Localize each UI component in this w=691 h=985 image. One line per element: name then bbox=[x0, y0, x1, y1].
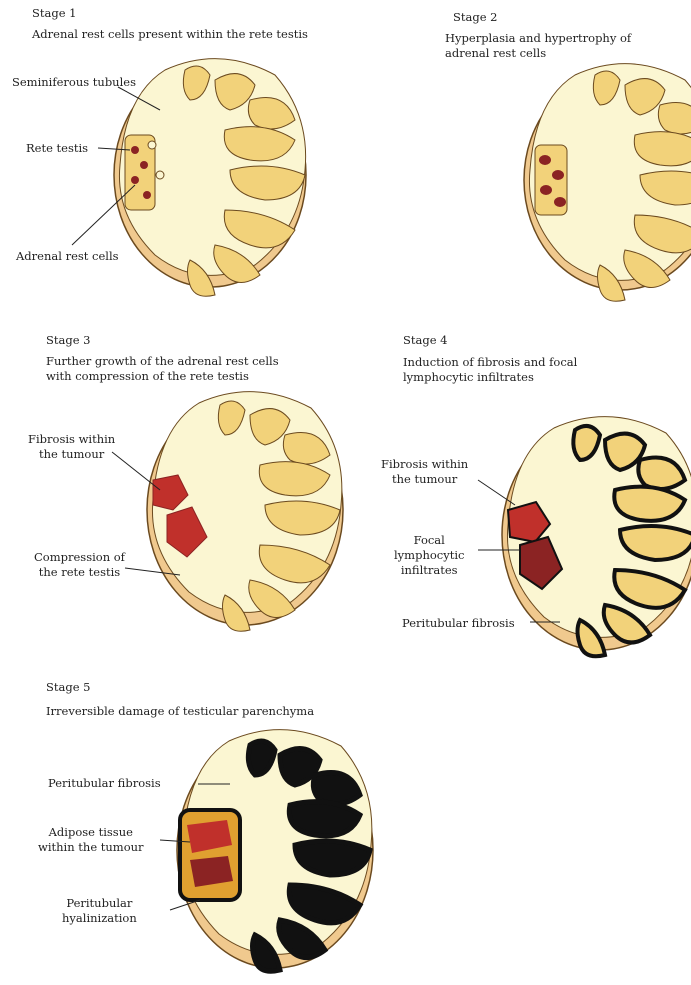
stage-3-testis bbox=[147, 392, 343, 632]
stage-4-testis bbox=[502, 417, 691, 657]
stage-5-testis bbox=[177, 730, 373, 972]
stage-1-testis bbox=[114, 59, 306, 297]
stage-2-testis bbox=[524, 64, 691, 302]
